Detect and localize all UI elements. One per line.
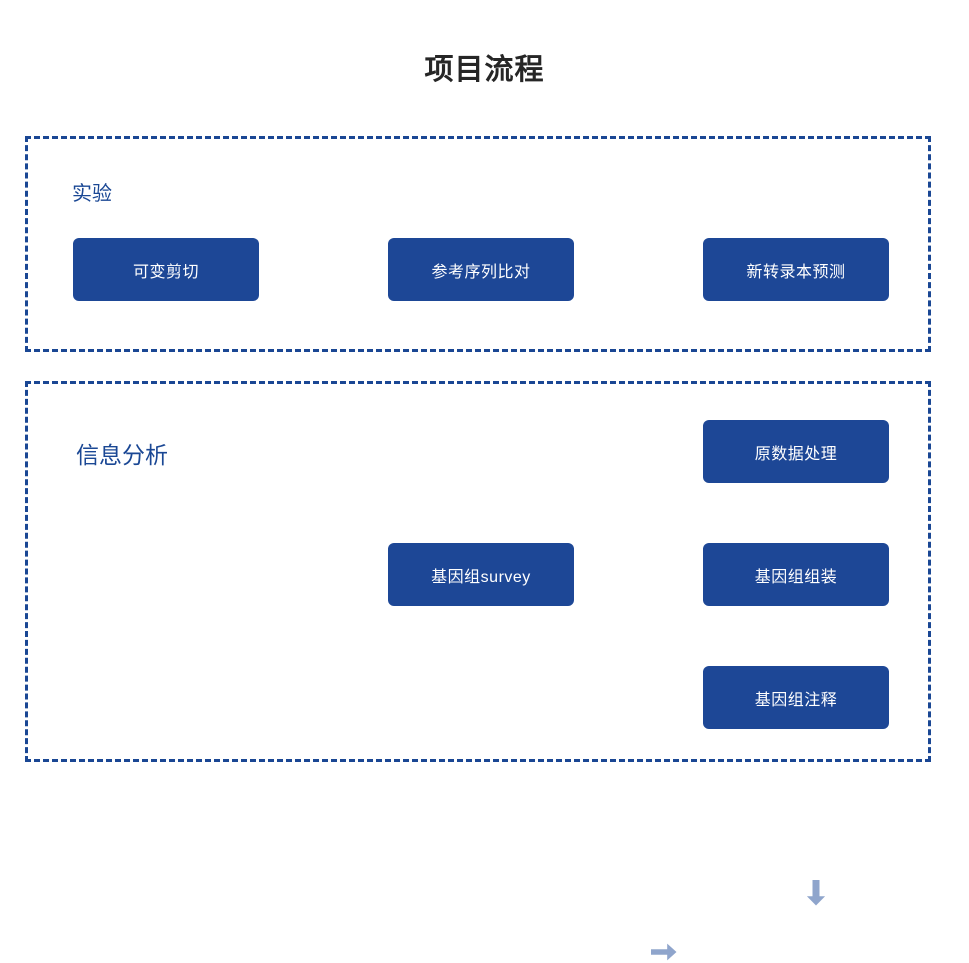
group-label-analysis: 信息分析 bbox=[76, 442, 168, 468]
group-label-experiment: 实验 bbox=[72, 183, 112, 205]
node-genome-assembly[interactable]: 基因组组装 bbox=[703, 543, 889, 606]
page-title: 项目流程 bbox=[424, 54, 545, 86]
arrow-down-icon bbox=[805, 878, 827, 908]
flowchart-page: 项目流程 实验 可变剪切 参考序列比对 新转录本预测 信息分析 原数据处理 基因… bbox=[25, 54, 931, 961]
group-analysis: 信息分析 原数据处理 基因组survey 基因组组装 基因组注释 bbox=[25, 381, 931, 961]
node-raw-data-processing[interactable]: 原数据处理 bbox=[703, 420, 889, 483]
node-genome-annotation[interactable]: 基因组注释 bbox=[703, 666, 889, 729]
node-reference-alignment[interactable]: 参考序列比对 bbox=[388, 238, 574, 301]
node-genome-survey[interactable]: 基因组survey bbox=[388, 543, 574, 606]
node-alt-splicing[interactable]: 可变剪切 bbox=[73, 238, 259, 301]
group-experiment: 实验 可变剪切 参考序列比对 新转录本预测 bbox=[25, 136, 931, 411]
arrow-right-icon bbox=[649, 941, 679, 963]
node-novel-transcript-prediction[interactable]: 新转录本预测 bbox=[703, 238, 889, 301]
